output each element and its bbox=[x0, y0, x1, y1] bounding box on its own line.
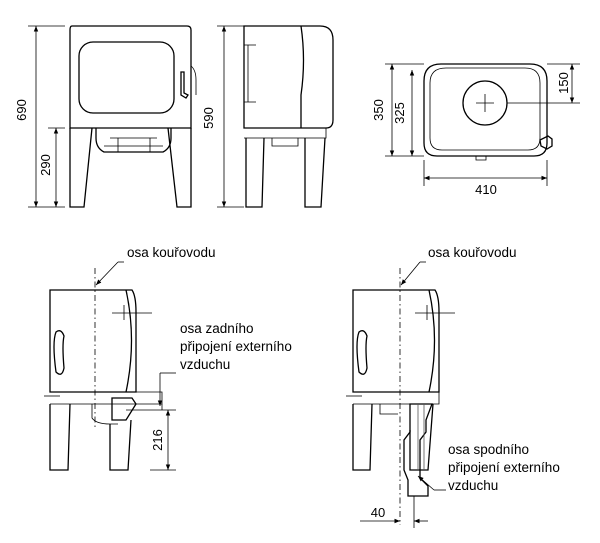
label-rear-air-line1: osa zadního bbox=[180, 321, 254, 336]
rear-handle bbox=[53, 330, 65, 375]
label-flue-axis-right: osa kouřovodu bbox=[428, 245, 517, 260]
top-outline-outer bbox=[423, 63, 548, 157]
rear-air-pipe bbox=[111, 397, 137, 421]
bottom-leg-front bbox=[352, 403, 373, 471]
dim-flue-offset: 150 bbox=[556, 72, 571, 94]
label-rear-air-line2: připojení externího bbox=[180, 339, 292, 354]
dim-depth: 350 bbox=[371, 99, 386, 121]
dim-leg-height: 290 bbox=[38, 154, 53, 176]
label-flue-axis-left: osa kouřovodu bbox=[127, 245, 216, 260]
label-bottom-air-line2: připojení externího bbox=[448, 460, 560, 475]
rear-leg-rear bbox=[109, 419, 132, 471]
front-leg-left bbox=[69, 127, 93, 208]
dim-rear-air-height: 216 bbox=[150, 429, 165, 451]
label-rear-air-line3: vzduchu bbox=[180, 357, 230, 372]
front-ash-box bbox=[95, 128, 172, 153]
side-body-outline bbox=[243, 25, 334, 129]
dim-total-height: 690 bbox=[14, 99, 29, 121]
bottom-air-pipe bbox=[403, 403, 433, 497]
rear-connection-view: 216 osa kouřovodu osa zadního připojení … bbox=[44, 245, 292, 471]
front-door-handle bbox=[180, 71, 189, 99]
side-leg-front bbox=[245, 137, 265, 208]
bottom-handle bbox=[356, 330, 368, 375]
front-view: 690 290 bbox=[14, 25, 197, 208]
dim-side-height: 590 bbox=[201, 107, 216, 129]
label-bottom-air-line3: vzduchu bbox=[448, 478, 498, 493]
dim-depth-rear-axis: 325 bbox=[392, 102, 407, 124]
front-leg-right bbox=[167, 127, 192, 208]
top-view: 410 350 325 150 bbox=[371, 63, 580, 197]
label-bottom-air-line1: osa spodního bbox=[448, 442, 529, 457]
rear-leg-front bbox=[49, 403, 71, 471]
bottom-connection-view: osa kouřovodu osa spodního připojení ext… bbox=[346, 245, 560, 528]
dim-width: 410 bbox=[475, 182, 497, 197]
top-handle bbox=[539, 135, 553, 150]
dim-bottom-air-offset: 40 bbox=[371, 505, 385, 520]
front-door-window bbox=[78, 41, 175, 114]
bottom-body-outline bbox=[352, 289, 440, 393]
side-leg-rear bbox=[304, 137, 326, 208]
side-view: 590 bbox=[201, 25, 334, 208]
bottom-leg-rear bbox=[409, 403, 434, 471]
rear-body-outline bbox=[49, 289, 137, 393]
